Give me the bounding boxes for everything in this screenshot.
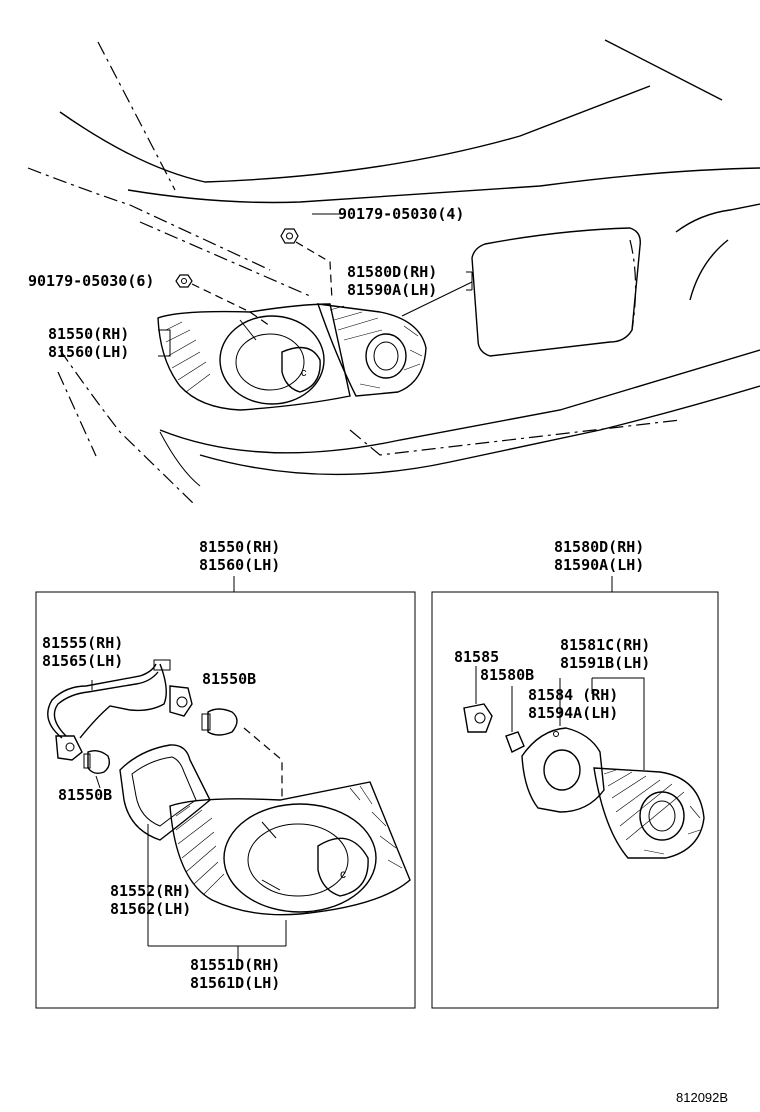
svg-text:c: c (301, 367, 307, 379)
left-parts-box (35, 591, 416, 1009)
rear-lamp-label-lh: 81590A(LH) (347, 281, 437, 299)
gasket-label-lh: 81594A(LH) (528, 704, 618, 722)
socket-icon-right (463, 666, 493, 733)
bulb-label-lower: 81550B (58, 786, 112, 804)
gasket-label-rh: 81552(RH) (110, 882, 191, 900)
socket-wire-harness (47, 659, 193, 761)
tail-lamp-label-rh: 81550(RH) (48, 325, 129, 343)
bulb-label: 81580B (480, 666, 534, 684)
right-box-title-lh: 81590A(LH) (554, 556, 644, 574)
nut-icon (175, 274, 193, 288)
lens-label-rh: 81551D(RH) (190, 956, 280, 974)
socket-label-rh: 81555(RH) (42, 634, 123, 652)
bolt-label-left: 90179-05030(6) (28, 272, 154, 290)
socket-label: 81585 (454, 648, 499, 666)
rear-lamp-label-rh: 81580D(RH) (347, 263, 437, 281)
lens-label-lh: 81591B(LH) (560, 654, 650, 672)
bulb-icon-right (505, 686, 525, 753)
tail-lamp-body-left: c (169, 781, 411, 916)
bolt-label-top: 90179-05030(4) (338, 205, 464, 223)
gasket-label-rh: 81584 (RH) (528, 686, 618, 704)
right-parts-box (431, 591, 719, 1009)
left-box-title-lh: 81560(LH) (199, 556, 280, 574)
bulb-label-upper: 81550B (202, 670, 256, 688)
socket-label-lh: 81565(LH) (42, 652, 123, 670)
gasket-left (119, 744, 211, 841)
bulb-icon-lower (83, 749, 111, 775)
rear-lamp-overview (316, 303, 427, 397)
tail-lamp-overview: c (157, 303, 351, 411)
gasket-label-lh: 81562(LH) (110, 900, 191, 918)
right-box-title-rh: 81580D(RH) (554, 538, 644, 556)
car-body-outline (27, 39, 760, 506)
bulb-icon-upper (201, 708, 238, 736)
lens-label-lh: 81561D(LH) (190, 974, 280, 992)
nut-icon (280, 228, 299, 244)
gasket-right (521, 727, 605, 813)
svg-text:c: c (340, 867, 346, 881)
lens-label-rh: 81581C(RH) (560, 636, 650, 654)
left-box-title-rh: 81550(RH) (199, 538, 280, 556)
rear-lamp-lens-right (593, 767, 705, 859)
figure-code: 812092B (676, 1090, 728, 1105)
tail-lamp-label-lh: 81560(LH) (48, 343, 129, 361)
